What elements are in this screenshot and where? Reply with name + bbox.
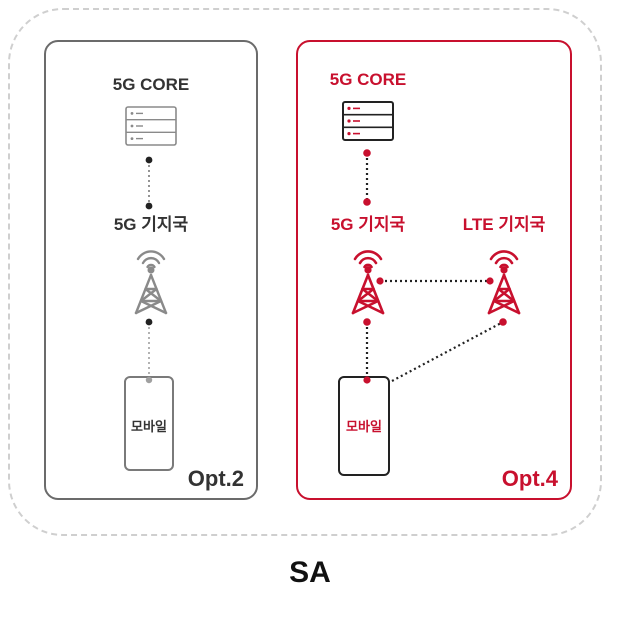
mobile-label: 모바일 [131, 419, 167, 434]
diagram-title: SA [289, 556, 331, 589]
option-2-panel: 5G CORE 5G 기지국 모바일 Opt.2 [44, 40, 258, 500]
mobile-phone-icon: 모바일 [338, 376, 390, 476]
server-icon [342, 101, 394, 141]
option-4-label: Opt.4 [501, 466, 558, 491]
sa-outer-frame [8, 8, 602, 536]
core-label: 5G CORE [112, 75, 190, 94]
core-label: 5G CORE [329, 70, 407, 89]
mobile-label: 모바일 [346, 419, 382, 434]
server-icon [125, 106, 177, 146]
cell-tower-icon [351, 250, 385, 315]
cell-tower-icon [134, 250, 168, 315]
cell-tower-icon [487, 250, 521, 315]
mobile-phone-icon: 모바일 [124, 376, 174, 471]
5g-station-label: 5G 기지국 [113, 215, 189, 234]
lte-station-label: LTE 기지국 [462, 215, 546, 234]
option-4-panel: 5G CORE 5G 기지국 LTE 기지국 [296, 40, 572, 500]
5g-station-label: 5G 기지국 [330, 215, 406, 234]
option-2-label: Opt.2 [187, 466, 244, 491]
